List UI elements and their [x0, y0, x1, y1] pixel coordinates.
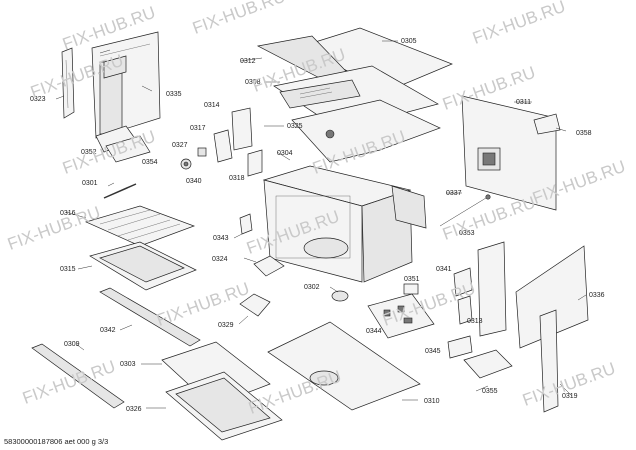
callout-0313: 0313 [467, 318, 483, 325]
callout-0312: 0312 [240, 58, 256, 65]
callout-0304: 0304 [277, 150, 293, 157]
callout-0324: 0324 [212, 256, 228, 263]
callout-0319: 0319 [562, 393, 578, 400]
callout-0343: 0343 [213, 235, 229, 242]
callout-0311: 0311 [516, 99, 531, 106]
part-0355 [463, 349, 513, 379]
callout-0317: 0317 [190, 125, 206, 132]
callout-0325: 0325 [287, 123, 303, 130]
callout-0336: 0336 [589, 292, 605, 299]
part-0358 [533, 113, 561, 135]
part-side-panel-0336 [515, 245, 589, 349]
callout-0340: 0340 [186, 178, 202, 185]
callout-0310: 0310 [424, 398, 440, 405]
callout-0314: 0314 [204, 102, 220, 109]
callout-0337: 0337 [446, 190, 462, 197]
part-strip-0309 [31, 343, 125, 409]
callout-0355: 0355 [482, 388, 498, 395]
callout-0316: 0316 [60, 210, 76, 217]
part-frame-0326 [165, 371, 283, 441]
callout-0335: 0335 [166, 91, 182, 98]
callout-0352: 0352 [81, 149, 97, 156]
callout-0327: 0327 [172, 142, 188, 149]
part-0340 [180, 158, 192, 170]
callout-0329: 0329 [218, 322, 234, 329]
part-bracket-0352 [95, 125, 151, 163]
part-0329 [239, 293, 271, 317]
callout-0326: 0326 [126, 406, 142, 413]
part-0317 [213, 129, 233, 163]
callout-0318: 0318 [229, 175, 245, 182]
callout-0303: 0303 [120, 361, 136, 368]
part-0327 [197, 147, 207, 157]
callout-0344: 0344 [366, 328, 382, 335]
part-side-rail [61, 47, 75, 119]
part-0341 [453, 267, 473, 297]
part-0337 [439, 194, 491, 227]
callout-0351: 0351 [404, 276, 420, 283]
part-control-board-0344 [367, 293, 435, 339]
callout-0301: 0301 [82, 180, 98, 187]
callout-0315: 0315 [60, 266, 76, 273]
part-right-rear-panel [461, 95, 557, 211]
part-rack-0316 [84, 205, 196, 247]
callout-0302: 0302 [304, 284, 320, 291]
part-top-plate [291, 99, 441, 163]
footer-document-id: 58300000187806 aet 000 g 3/3 [4, 437, 109, 446]
callout-0305: 0305 [401, 38, 417, 45]
callout-0345: 0345 [425, 348, 441, 355]
callout-0354: 0354 [142, 159, 158, 166]
part-0353 [477, 241, 507, 337]
part-rod-0301 [103, 183, 137, 199]
callout-0308: 0308 [245, 79, 261, 86]
callout-0341: 0341 [436, 266, 452, 273]
part-strip-0342 [99, 287, 201, 347]
callout-0342: 0342 [100, 327, 116, 334]
part-tray-0315 [89, 241, 197, 291]
part-rear-panel [91, 31, 161, 139]
part-base-0310 [267, 321, 421, 411]
part-0343 [239, 213, 253, 235]
callout-labels: 0305 0312 0308 0323 0335 0314 0317 0327 … [30, 38, 605, 413]
part-0302 [331, 290, 349, 302]
part-oven-cavity [262, 165, 427, 283]
part-0314 [231, 107, 253, 151]
part-0324 [253, 255, 285, 277]
callout-0323: 0323 [30, 96, 46, 103]
callout-0309: 0309 [64, 341, 80, 348]
part-0351 [403, 283, 419, 295]
part-0319 [539, 309, 559, 413]
part-0318 [247, 149, 263, 177]
leader-lines [55, 40, 587, 409]
callout-0353: 0353 [459, 230, 475, 237]
callout-0358: 0358 [576, 130, 592, 137]
part-0313 [457, 295, 473, 325]
part-0345 [447, 335, 473, 359]
